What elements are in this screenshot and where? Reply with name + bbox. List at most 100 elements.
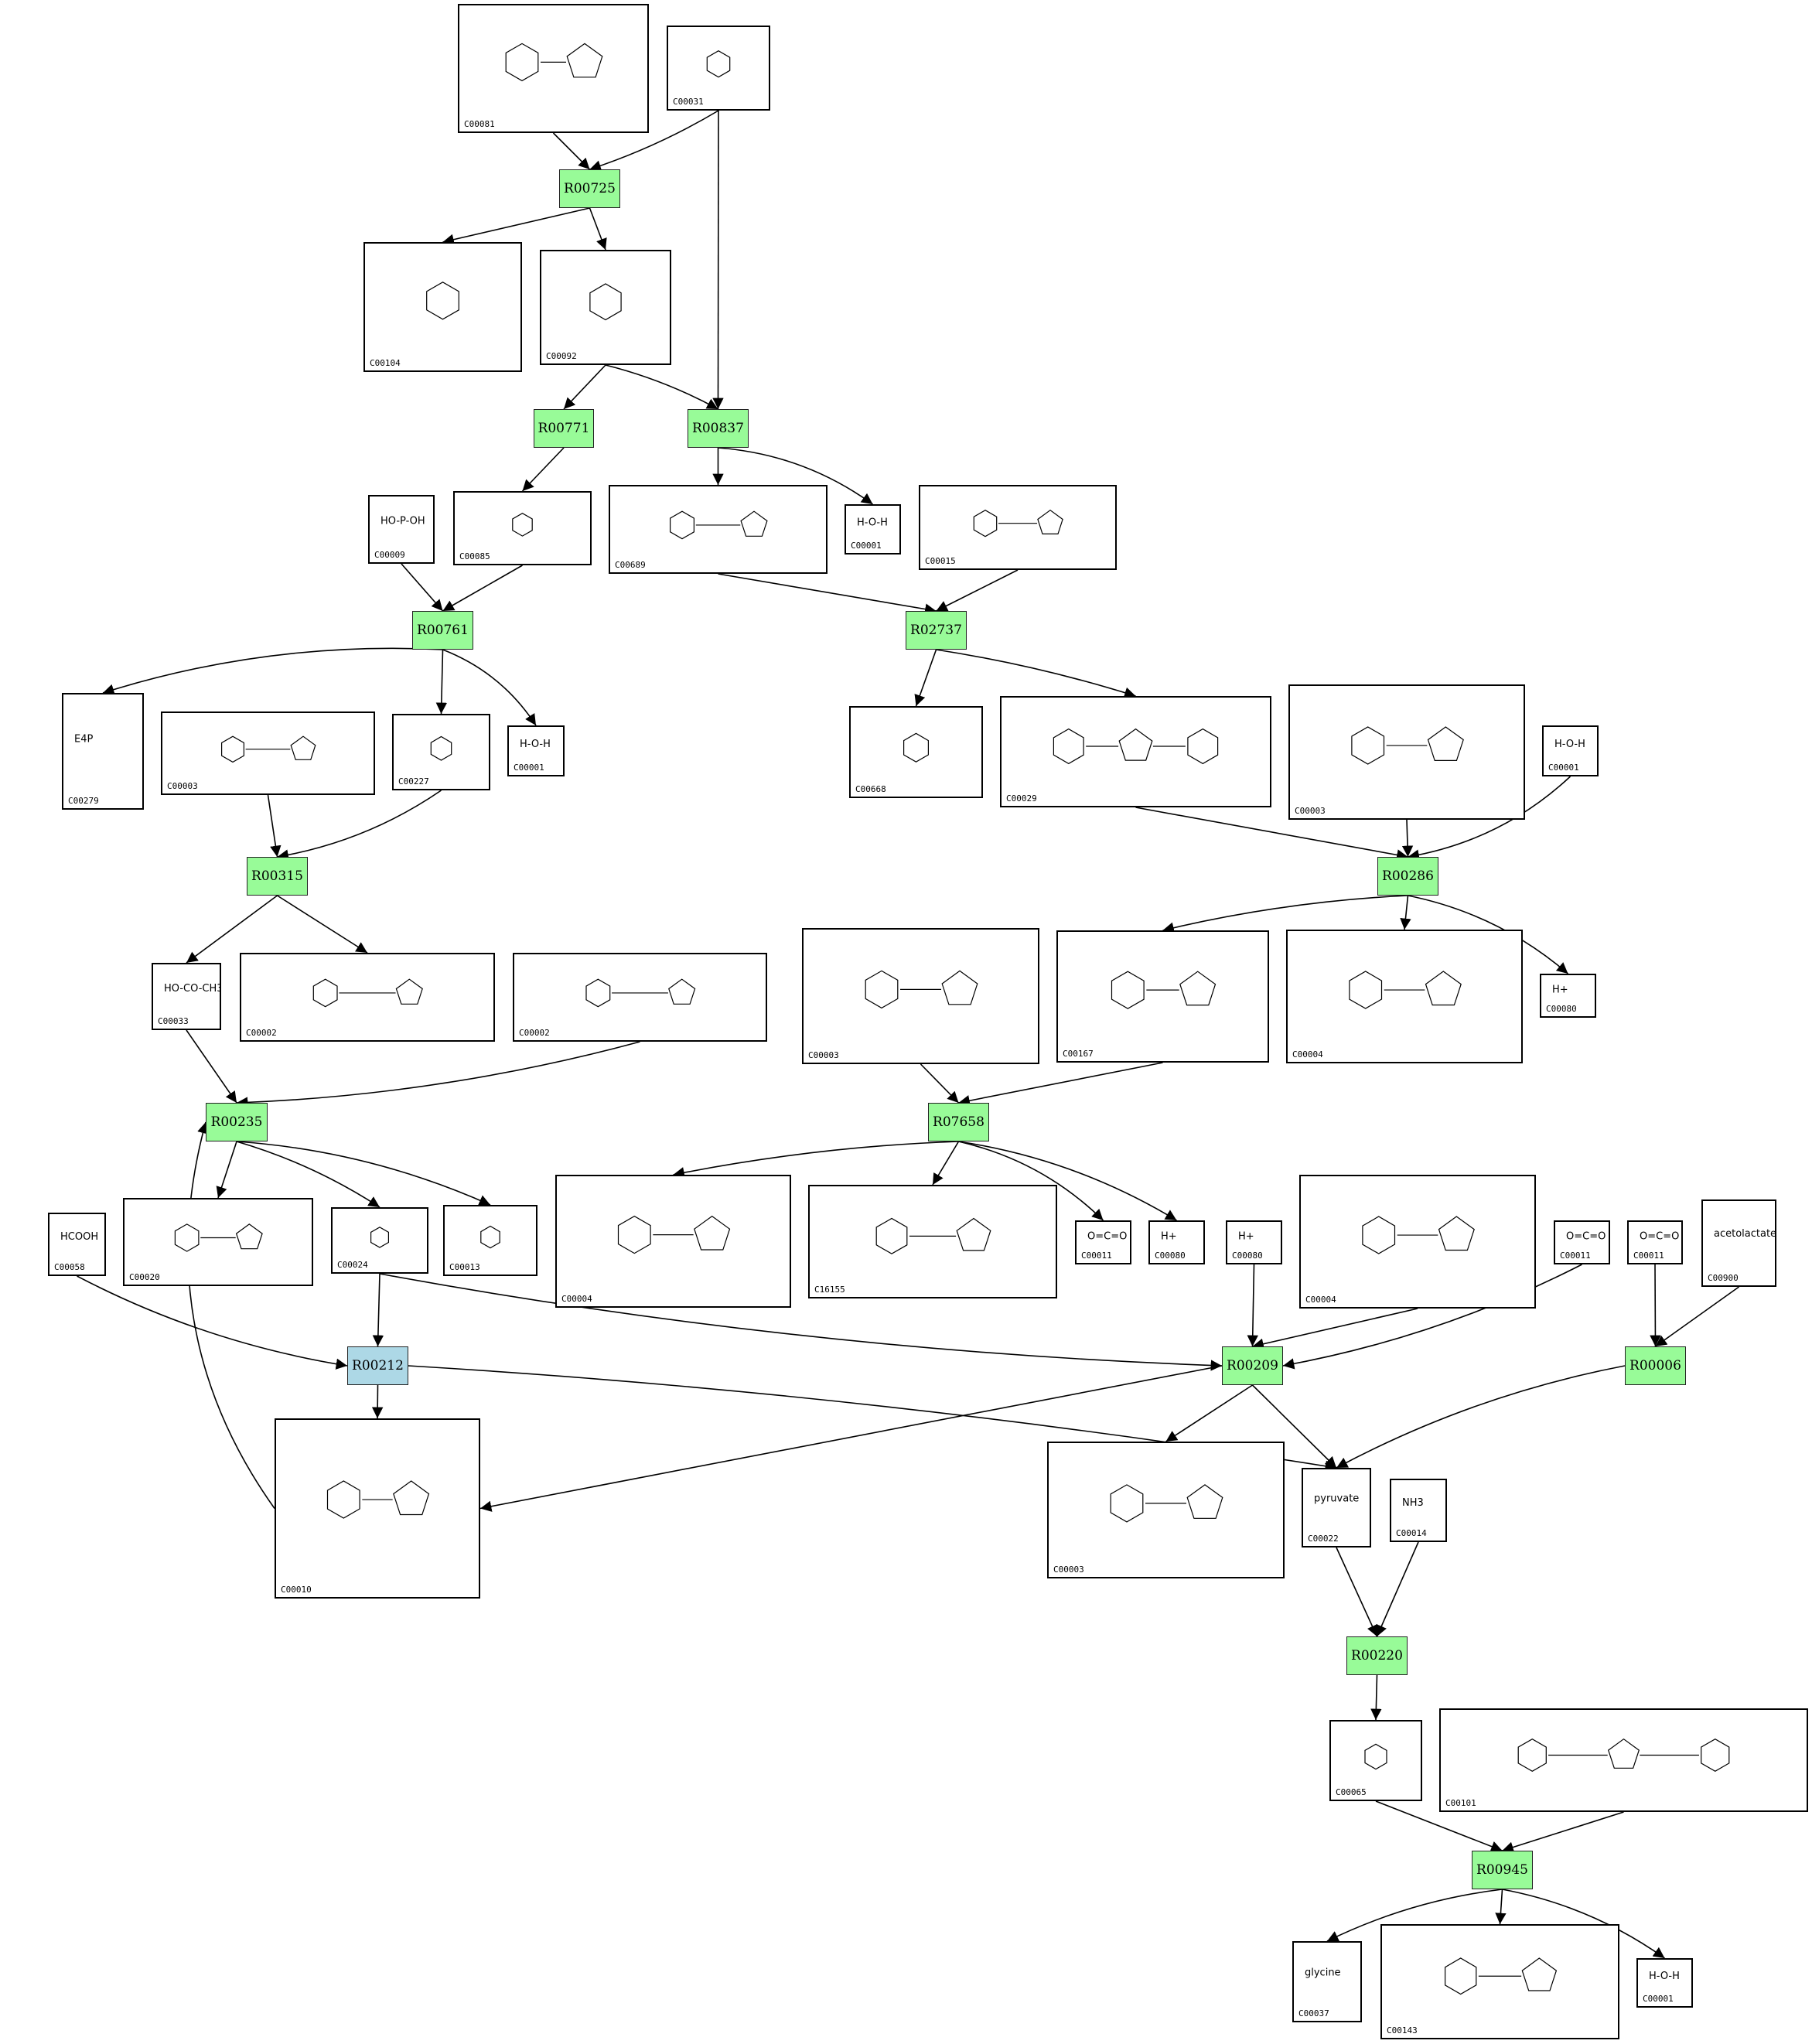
reaction-node-r00837[interactable]: R00837: [688, 409, 749, 448]
compound-box-c00080[interactable]: H+C00080: [1540, 974, 1596, 1018]
reaction-node-r00725[interactable]: R00725: [559, 169, 620, 208]
compound-box-c00020[interactable]: C00020: [123, 1198, 313, 1286]
compound-box-c00003[interactable]: C00003: [802, 928, 1039, 1064]
structure-sketch: [512, 513, 533, 537]
edge-arrow: [1502, 1889, 1665, 1959]
compound-box-c00003[interactable]: C00003: [1288, 684, 1525, 820]
compound-label: C00015: [925, 556, 956, 566]
reaction-node-r02737[interactable]: R02737: [906, 611, 967, 650]
compound-box-c00029[interactable]: C00029: [1000, 696, 1271, 807]
compound-label: C00080: [1155, 1251, 1186, 1261]
compound-box-c00085[interactable]: C00085: [453, 491, 592, 565]
svg-text:glycine: glycine: [1305, 1967, 1341, 1978]
compound-box-c00002[interactable]: C00002: [240, 953, 495, 1042]
edge-arrow: [563, 364, 606, 410]
compound-box-c00004[interactable]: C00004: [1286, 930, 1523, 1063]
compound-label: C00065: [1336, 1787, 1367, 1797]
compound-box-c00689[interactable]: C00689: [609, 485, 828, 574]
edge-arrow: [1502, 1811, 1624, 1853]
edge-arrow: [605, 364, 718, 410]
compound-label: C00011: [1081, 1251, 1112, 1261]
compound-box-c00143[interactable]: C00143: [1380, 1924, 1619, 2039]
edge-arrow: [1401, 819, 1414, 858]
structure-sketch: [505, 43, 603, 82]
compound-box-c00065[interactable]: C00065: [1329, 1720, 1422, 1801]
compound-label: C00092: [546, 351, 577, 361]
reaction-node-r07658[interactable]: R07658: [928, 1103, 989, 1141]
compound-box-c00080[interactable]: H+C00080: [1226, 1220, 1282, 1264]
edge-arrow: [1376, 1541, 1419, 1637]
compound-box-c00003[interactable]: C00003: [1047, 1442, 1285, 1578]
compound-label: C00900: [1708, 1273, 1739, 1283]
compound-box-c00003[interactable]: C00003: [161, 711, 375, 795]
reaction-node-r00212[interactable]: R00212: [347, 1346, 408, 1385]
compound-box-c00010[interactable]: C00010: [275, 1418, 480, 1599]
reaction-node-r00771[interactable]: R00771: [534, 409, 594, 448]
compound-box-c00013[interactable]: C00013: [443, 1205, 537, 1276]
structure-sketch: H+: [1552, 984, 1568, 995]
edge-arrow: [372, 1273, 384, 1347]
compound-label: C00002: [246, 1028, 277, 1038]
compound-box-c00031[interactable]: C00031: [667, 26, 770, 111]
reaction-node-r00235[interactable]: R00235: [206, 1103, 268, 1141]
edge-arrow: [1135, 807, 1408, 861]
edge-arrow: [1252, 1308, 1418, 1350]
compound-box-c00101[interactable]: C00101: [1439, 1708, 1808, 1812]
edge-arrow: [401, 563, 444, 612]
compound-box-c00167[interactable]: C00167: [1056, 930, 1269, 1063]
structure-sketch: glycine: [1305, 1967, 1341, 1978]
structure-sketch: [221, 735, 316, 763]
compound-label: C00104: [370, 358, 401, 368]
structure-sketch: H+: [1161, 1230, 1177, 1242]
compound-label: C00004: [561, 1294, 592, 1304]
compound-box-c00227[interactable]: C00227: [392, 714, 490, 790]
reaction-node-r00286[interactable]: R00286: [1377, 857, 1438, 896]
reaction-node-r00761[interactable]: R00761: [412, 611, 473, 650]
compound-box-c00004[interactable]: C00004: [555, 1175, 791, 1308]
compound-box-c00002[interactable]: C00002: [513, 953, 767, 1042]
compound-box-c00024[interactable]: C00024: [331, 1207, 428, 1274]
compound-box-c00081[interactable]: C00081: [458, 4, 649, 133]
reaction-node-r00945[interactable]: R00945: [1472, 1851, 1533, 1889]
reaction-node-r00220[interactable]: R00220: [1346, 1636, 1408, 1675]
compound-label: C00004: [1305, 1295, 1336, 1305]
edge-arrow: [718, 447, 873, 505]
structure-sketch: [1362, 1216, 1475, 1254]
reaction-node-r00006[interactable]: R00006: [1625, 1346, 1686, 1385]
edge-arrow: [1336, 1547, 1378, 1637]
edge-arrow: [102, 647, 443, 695]
compound-box-c00080[interactable]: H+ C00080: [1148, 1220, 1205, 1264]
compound-box-c00092[interactable]: C00092: [540, 250, 671, 365]
compound-box-c00668[interactable]: C00668: [849, 706, 983, 798]
compound-box-c00104[interactable]: C00104: [363, 242, 522, 372]
edge-arrow: [1162, 895, 1408, 933]
structure-sketch: [706, 50, 731, 78]
compound-box-c00004[interactable]: C00004: [1299, 1175, 1536, 1309]
edge-arrow: [1247, 1264, 1258, 1347]
compound-label: C00101: [1445, 1798, 1476, 1808]
reaction-node-r00209[interactable]: R00209: [1222, 1346, 1283, 1385]
svg-text:HCOOH: HCOOH: [60, 1231, 98, 1243]
edge-arrow: [1650, 1264, 1661, 1347]
compound-box-c00015[interactable]: C00015: [919, 485, 1117, 570]
edge-arrow: [236, 1041, 640, 1108]
structure-sketch: [426, 282, 459, 320]
reaction-node-r00315[interactable]: R00315: [247, 857, 308, 896]
compound-box-c16155[interactable]: C16155: [808, 1185, 1057, 1298]
